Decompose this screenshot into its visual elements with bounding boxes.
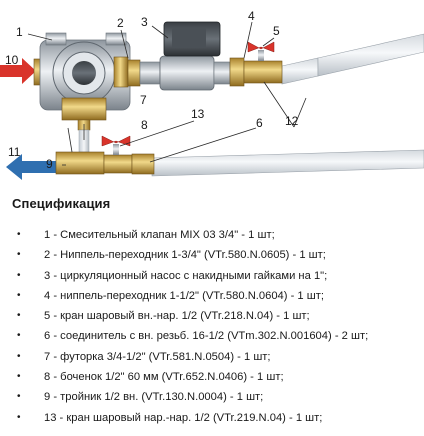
spec-item-text: 6 - соединитель с вн. резьб. 16-1/2 (VTm… (44, 330, 369, 343)
list-item: • 3 - циркуляционный насос с накидными га… (0, 266, 424, 286)
callout-12: 12 (285, 114, 299, 128)
spec-list: • 1 - Смесительный клапан MIX 03 3/4" - 1… (0, 225, 424, 428)
spec-item-text: 3 - циркуляционный насос с накидными гай… (44, 269, 328, 282)
callout-6: 6 (256, 116, 263, 130)
return-arrow-icon (6, 154, 56, 180)
bullet: • (17, 391, 21, 403)
bullet: • (17, 371, 21, 383)
list-item: • 9 - тройник 1/2 вн. (VTr.130.N.0004) - … (0, 387, 424, 407)
list-item: • 7 - футорка 3/4-1/2" (VTr.581.N.0504) -… (0, 347, 424, 367)
list-item: • 13 - кран шаровый нар.-нар. 1/2 (VTr.21… (0, 408, 424, 428)
return-pipe (151, 149, 424, 177)
spec-item-text: 7 - футорка 3/4-1/2" (VTr.581.N.0504) - … (44, 350, 271, 363)
bullet: • (17, 350, 21, 362)
callout-7: 7 (140, 93, 147, 107)
callout-4: 4 (248, 9, 255, 23)
bullet: • (17, 310, 21, 322)
supply-arrow-icon (0, 58, 36, 84)
assembly-diagram: 1 2 3 4 5 6 7 8 9 10 11 12 13 (0, 9, 424, 180)
nipple-adapter-4 (229, 57, 245, 87)
callout-11: 11 (8, 145, 21, 159)
mixing-valve (33, 32, 131, 121)
spec-item-text: 8 - боченок 1/2" 60 мм (VTr.652.N.0406) … (44, 371, 284, 384)
callout-10: 10 (5, 53, 19, 67)
bullet: • (17, 411, 21, 423)
callout-9: 9 (46, 157, 53, 171)
list-item: • 6 - соединитель с вн. резьб. 16-1/2 (VT… (0, 326, 424, 346)
list-item: • 5 - кран шаровый вн.-нар. 1/2 (VTr.218.… (0, 306, 424, 326)
spec-item-text: 1 - Смесительный клапан MIX 03 3/4" - 1 … (44, 229, 275, 241)
tee-and-ball-valve (55, 135, 155, 175)
circulation-pump (139, 21, 231, 91)
callout-labels: 1 2 3 4 5 6 7 8 9 10 11 12 13 (5, 9, 299, 171)
spec-item-text: 13 - кран шаровый нар.-нар. 1/2 (VTr.219… (44, 411, 323, 424)
callout-3: 3 (141, 15, 148, 29)
callout-8: 8 (141, 118, 148, 132)
callout-1: 1 (16, 25, 23, 39)
callout-13: 13 (191, 107, 205, 121)
bullet: • (17, 330, 21, 342)
spec-item-text: 2 - Ниппель-переходник 1-3/4" (VTr.580.N… (44, 249, 326, 262)
bullet: • (17, 289, 21, 301)
spec-item-text: 5 - кран шаровый вн.-нар. 1/2 (VTr.218.N… (44, 310, 310, 323)
bullet: • (17, 269, 21, 281)
callout-leaders (27, 21, 307, 166)
list-item: • 2 - Ниппель-переходник 1-3/4" (VTr.580.… (0, 245, 424, 265)
nipple-adapter (127, 59, 141, 87)
callout-5: 5 (273, 24, 280, 38)
bullet: • (17, 249, 21, 261)
ball-valve-top (243, 41, 283, 84)
spec-title: Спецификация (12, 196, 111, 211)
supply-pipe (281, 33, 424, 85)
spec-item-text: 4 - ниппель-переходник 1-1/2" (VTr.580.N… (44, 289, 324, 302)
list-item: • 8 - боченок 1/2" 60 мм (VTr.652.N.0406)… (0, 367, 424, 387)
spec-item-text: 9 - тройник 1/2 вн. (VTr.130.N.0004) - 1… (44, 391, 264, 404)
bullet: • (17, 229, 21, 240)
list-item: • 1 - Смесительный клапан MIX 03 3/4" - 1… (0, 225, 424, 245)
callout-2: 2 (117, 16, 124, 30)
list-item: • 4 - ниппель-переходник 1-1/2" (VTr.580.… (0, 286, 424, 306)
